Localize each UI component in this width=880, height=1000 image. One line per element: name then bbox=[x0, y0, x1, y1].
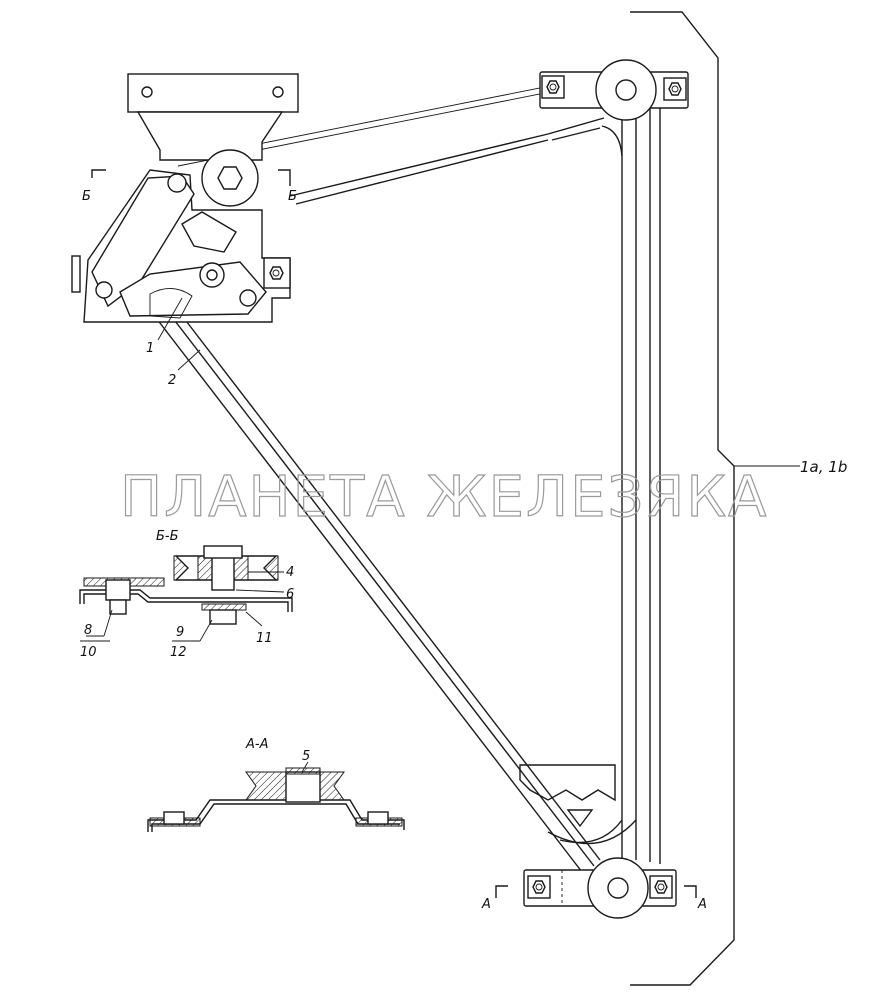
callout-1: 1 bbox=[146, 297, 183, 356]
callout-1-text: 1 bbox=[146, 341, 154, 356]
section-mark-a-left-text: А bbox=[481, 897, 491, 912]
callout-11-text: 11 bbox=[256, 631, 273, 646]
callout-variant-text: 1a, 1b bbox=[800, 458, 847, 476]
section-mark-b-right-text: Б bbox=[288, 189, 297, 204]
section-bb-title: Б-Б bbox=[156, 529, 179, 544]
callout-2-text: 2 bbox=[168, 373, 176, 388]
door-panel-outline bbox=[630, 11, 735, 986]
section-bb-detail: Б-Б 4 6 11 8 10 9 12 bbox=[79, 529, 294, 660]
section-mark-b-right: Б bbox=[278, 169, 297, 204]
top-pulley bbox=[539, 59, 689, 121]
callout-5-text: 5 bbox=[302, 749, 310, 764]
callout-6-text: 6 bbox=[286, 587, 294, 602]
bottom-pulley bbox=[523, 857, 677, 919]
callout-variant: 1a, 1b bbox=[734, 458, 847, 476]
callout-10-text: 10 bbox=[80, 645, 97, 660]
drive-mechanism bbox=[71, 73, 299, 323]
callout-2: 2 bbox=[168, 349, 201, 388]
section-mark-a-right: А bbox=[684, 885, 707, 912]
section-aa-detail: А-А 5 bbox=[147, 737, 405, 832]
callout-12-text: 12 bbox=[170, 645, 187, 660]
section-mark-a-left: А bbox=[481, 885, 508, 912]
callout-4-text: 4 bbox=[286, 565, 294, 580]
callout-9-text: 9 bbox=[176, 625, 184, 640]
guide-frame bbox=[149, 106, 661, 873]
section-mark-a-right-text: А bbox=[697, 897, 707, 912]
section-mark-b-left: Б bbox=[82, 169, 106, 204]
section-mark-b-left-text: Б bbox=[82, 189, 91, 204]
section-aa-title: А-А bbox=[245, 737, 268, 752]
callout-8-text: 8 bbox=[84, 623, 92, 638]
watermark: ПЛАНЕТА ЖЕЛЕЗЯКА bbox=[120, 465, 768, 530]
